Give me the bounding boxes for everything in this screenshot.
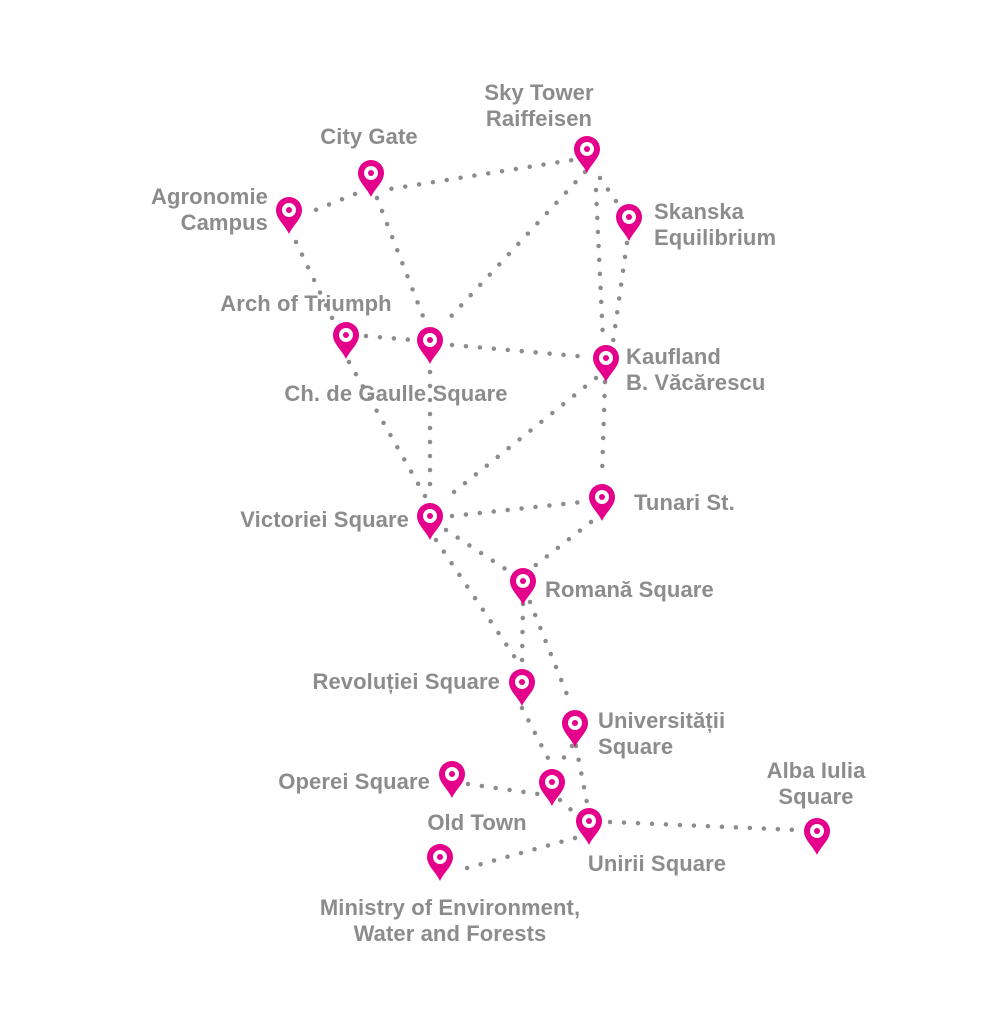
route-agronomie-arch <box>293 239 337 325</box>
route-kaufland-victoriei <box>441 375 599 503</box>
map-pin-icon[interactable] <box>439 761 465 798</box>
route-de-gaulle-kaufland <box>449 342 591 360</box>
route-sky-tower-kaufland <box>593 187 606 343</box>
label-revolutiei: Revoluției Square <box>312 669 500 694</box>
map-pin-icon[interactable] <box>616 204 642 241</box>
route-romana-revolutiei <box>519 601 526 667</box>
route-operei-old-town <box>465 781 541 797</box>
map-pin-icon[interactable] <box>574 136 600 173</box>
map-pin-icon[interactable] <box>427 844 453 881</box>
route-sky-tower-skanska <box>597 175 621 207</box>
map-pin-icon[interactable] <box>276 197 302 234</box>
map-pin-icon[interactable] <box>358 160 384 197</box>
map-pin-icon[interactable] <box>333 322 359 359</box>
map-pin-icon[interactable] <box>589 484 615 521</box>
label-de-gaulle: Ch. de Gaulle Square <box>284 381 508 406</box>
route-victoriei-romana <box>443 527 513 575</box>
route-victoriei-revolutiei <box>433 537 521 665</box>
label-old-town: Old Town <box>427 810 527 835</box>
route-revolutiei-old-town <box>519 705 553 765</box>
route-old-town-unirii <box>557 797 581 819</box>
map-pin-icon[interactable] <box>593 345 619 382</box>
label-arch-triumph: Arch of Triumph <box>220 291 392 316</box>
map-pin-icon[interactable] <box>417 327 443 364</box>
label-ministry: Ministry of Environment,Water and Forest… <box>319 895 581 946</box>
label-unirii: Unirii Square <box>587 851 727 876</box>
route-kaufland-tunari <box>599 379 608 479</box>
map-pin-icon[interactable] <box>509 669 535 706</box>
route-romana-universitatii <box>527 599 573 705</box>
route-unirii-ministry <box>457 835 578 873</box>
route-unirii-alba-iulia <box>607 819 801 833</box>
route-skanska-kaufland <box>610 240 630 345</box>
map-pin-icon[interactable] <box>539 769 565 806</box>
route-lines <box>293 155 801 873</box>
map-pin-icon[interactable] <box>417 503 443 540</box>
label-operei: Operei Square <box>278 769 430 794</box>
route-sky-tower-de-gaulle <box>440 169 588 328</box>
label-city-gate: City Gate <box>320 124 418 149</box>
route-tunari-romana <box>529 519 594 571</box>
map-pins <box>276 136 830 881</box>
label-romana: Romană Square <box>545 577 714 602</box>
label-victoriei: Victoriei Square <box>240 507 409 532</box>
route-city-gate-de-gaulle <box>374 195 429 327</box>
route-sky-tower-city-gate <box>387 155 588 192</box>
route-victoriei-tunari <box>449 499 585 519</box>
route-city-gate-agronomie <box>305 191 358 216</box>
map-pin-icon[interactable] <box>510 568 536 605</box>
route-universitatii-unirii <box>573 743 591 811</box>
route-arch-de-gaulle <box>363 333 415 343</box>
map-pin-icon[interactable] <box>562 710 588 747</box>
label-tunari: Tunari St. <box>634 490 735 515</box>
map-pin-icon[interactable] <box>576 808 602 845</box>
route-universitatii-old-town <box>555 743 575 769</box>
map-pin-icon[interactable] <box>804 818 830 855</box>
